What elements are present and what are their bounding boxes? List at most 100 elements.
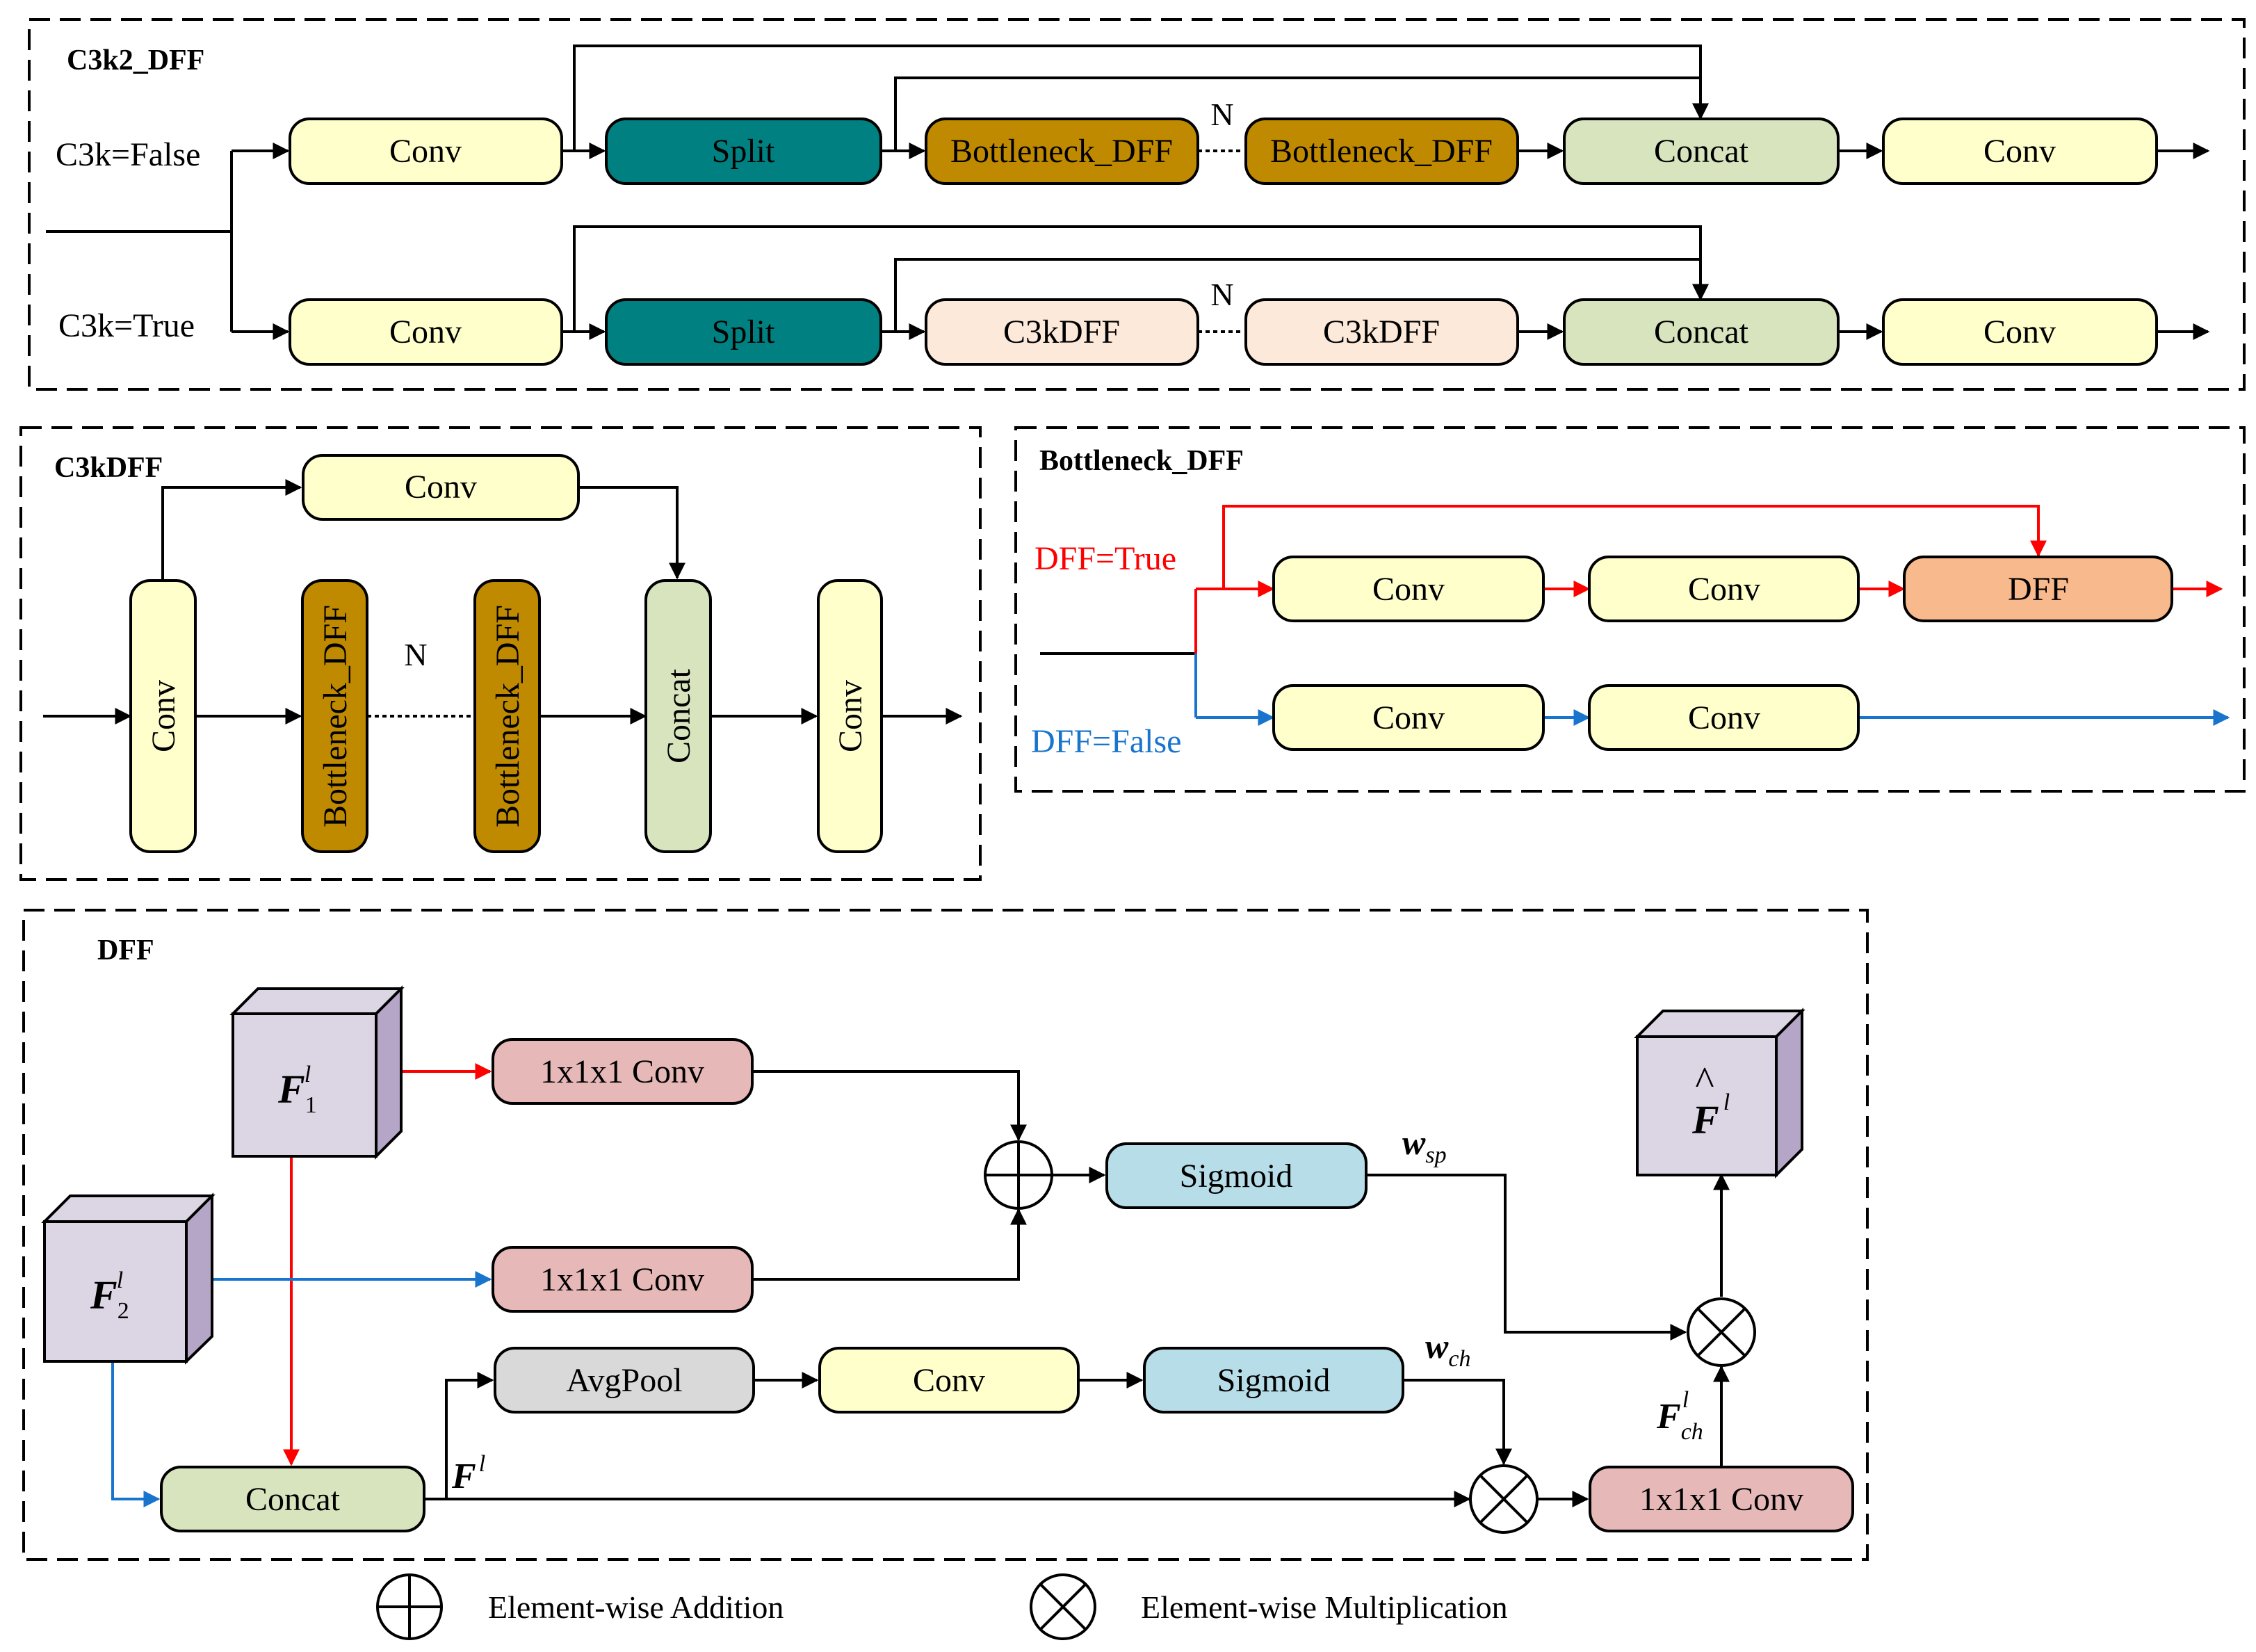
- conv-block: [1882, 118, 2158, 185]
- block-label: Sigmoid: [1180, 1158, 1293, 1195]
- sigmoid-sp-block: [1105, 1142, 1368, 1209]
- split-block: [605, 118, 882, 185]
- bottleneck-dff-block: [473, 579, 541, 853]
- conv-block: [129, 579, 197, 853]
- concat-block: [1563, 118, 1840, 185]
- conv-block: [1272, 684, 1545, 751]
- conv-1x1x1-out-block: [1589, 1466, 1854, 1532]
- branch-false-label: C3k=False: [56, 136, 200, 173]
- multiplication-legend-label: Element-wise Multiplication: [1141, 1589, 1508, 1625]
- block-label: 1x1x1 Conv: [540, 1053, 704, 1090]
- block-label: Conv: [389, 314, 462, 350]
- block-label: Conv: [1372, 699, 1445, 736]
- split-block: [605, 298, 882, 366]
- c3kdff-arrows: [43, 479, 963, 724]
- block-label: C3kDFF: [1323, 314, 1440, 350]
- c3kdff-title: C3kDFF: [54, 452, 163, 484]
- addition-legend-icon: [376, 1573, 443, 1640]
- c3k2-arrows: [46, 44, 2210, 340]
- multiplication-legend-icon: [1030, 1573, 1096, 1640]
- block-label: Conv: [1983, 314, 2056, 350]
- n-label-true: N: [1210, 277, 1233, 312]
- f-ch-label: Fchl: [1656, 1387, 1703, 1445]
- concat-block: [1563, 298, 1840, 366]
- block-label: Conv: [1983, 133, 2056, 170]
- conv-1x1x1-mid-block: [492, 1246, 754, 1313]
- block-label: Bottleneck_DFF: [489, 605, 526, 827]
- row-c3k-false: Conv Split Bottleneck_DFF Bottleneck_DFF…: [289, 118, 2158, 185]
- c3k2-dff-frame: [28, 18, 2246, 391]
- n-label-false: N: [1210, 97, 1233, 132]
- block-label: Bottleneck_DFF: [1270, 133, 1493, 170]
- w-sp-label: wsp: [1402, 1123, 1447, 1168]
- bottleneck-dff-frame: [1014, 426, 2246, 793]
- conv-1x1x1-top-block: [492, 1038, 754, 1105]
- c3kdff-panel: C3kDFF N Conv Conv Bottleneck_DFF Bottle…: [19, 426, 982, 881]
- row-c3k-true: Conv Split C3kDFF C3kDFF Concat Conv: [289, 298, 2158, 366]
- dff-arrows: [111, 1063, 1730, 1507]
- dff-false-label: DFF=False: [1031, 723, 1181, 760]
- block-label: 1x1x1 Conv: [540, 1261, 704, 1298]
- top-conv-block: [302, 454, 580, 521]
- c3k2-dff-panel: C3k2_DFF C3k=False C3k=True: [28, 18, 2246, 391]
- bottleneck-dff-title: Bottleneck_DFF: [1039, 445, 1244, 477]
- dff-true-label: DFF=True: [1034, 540, 1176, 577]
- addition-legend-label: Element-wise Addition: [488, 1589, 784, 1625]
- c3kdff-frame: [19, 426, 982, 881]
- multiplication-operator-ws-icon: [1687, 1297, 1756, 1367]
- block-label: Bottleneck_DFF: [950, 133, 1173, 170]
- legend: Element-wise Addition Element-wise Multi…: [376, 1573, 1508, 1640]
- block-label: 1x1x1 Conv: [1639, 1481, 1803, 1518]
- conv-block: [289, 298, 563, 366]
- avgpool-block: [494, 1347, 755, 1414]
- block-label: Conv: [1688, 571, 1760, 608]
- multiplication-operator-wc-icon: [1469, 1464, 1539, 1534]
- block-label: Split: [712, 314, 775, 350]
- block-label: Concat: [1654, 314, 1749, 350]
- w-ch-label: wch: [1425, 1327, 1470, 1372]
- conv-block: [1272, 556, 1545, 622]
- feature-cube-f1: F1l: [229, 985, 405, 1160]
- conv-block: [289, 118, 563, 185]
- block-label: Conv: [913, 1362, 985, 1399]
- conv-block: [1882, 298, 2158, 366]
- n-label: N: [404, 637, 427, 672]
- block-label: Split: [712, 133, 775, 170]
- block-label: Conv: [1372, 571, 1445, 608]
- bottleneck-dff-block: [925, 118, 1199, 185]
- block-label: Conv: [1688, 699, 1760, 736]
- bottleneck-arrows: [1040, 505, 2230, 726]
- conv-block: [817, 579, 883, 853]
- branch-true-label: C3k=True: [58, 307, 195, 344]
- c3kdff-block: [1244, 298, 1519, 366]
- c3kdff-block: [925, 298, 1199, 366]
- conv-block: [1588, 684, 1860, 751]
- concat-block: [644, 579, 712, 853]
- block-label: C3kDFF: [1003, 314, 1120, 350]
- block-label: Conv: [389, 133, 462, 170]
- block-label: Sigmoid: [1217, 1362, 1331, 1399]
- block-label: Bottleneck_DFF: [317, 605, 354, 827]
- conv-block: [818, 1347, 1080, 1414]
- addition-operator-icon: [984, 1140, 1053, 1210]
- block-label: DFF: [2008, 571, 2069, 608]
- block-label: Conv: [145, 680, 182, 752]
- f-hat-accent: ^: [1695, 1058, 1714, 1103]
- f2-label: F2l: [90, 1268, 129, 1324]
- top-conv-label: Conv: [405, 469, 477, 505]
- concat-block: [160, 1466, 425, 1532]
- bottleneck-dff-block: [1244, 118, 1519, 185]
- c3k2-dff-title: C3k2_DFF: [67, 44, 204, 76]
- block-label: Concat: [660, 668, 697, 763]
- dff-frame: [22, 909, 1869, 1561]
- block-label: Conv: [832, 680, 869, 752]
- conv-block: [1588, 556, 1860, 622]
- dff-block: [1903, 556, 2173, 622]
- block-label: Concat: [245, 1481, 341, 1518]
- f1-label: F1l: [277, 1062, 317, 1118]
- block-label: AvgPool: [566, 1362, 682, 1399]
